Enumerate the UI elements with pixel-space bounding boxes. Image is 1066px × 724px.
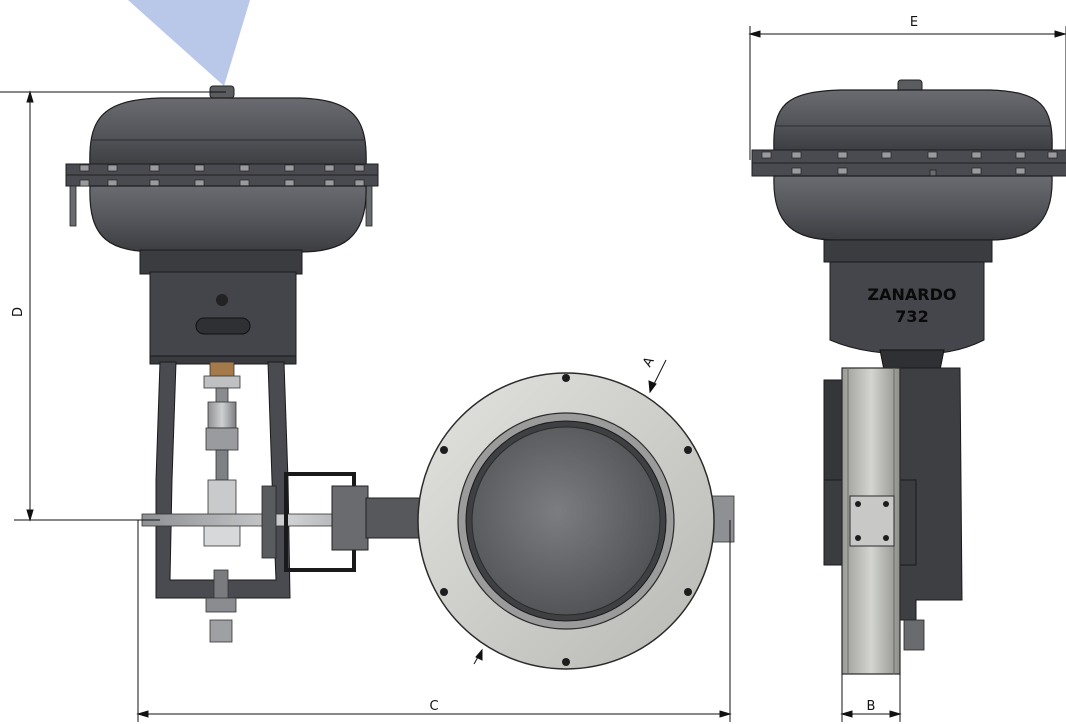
dimension-e-label: E [910,15,918,30]
dimension-b-label: B [867,699,876,714]
dimension-a-label: A [640,355,657,370]
actuator-drum-front [65,85,379,253]
dimension-c-label: C [429,699,438,714]
pointer-triangle [128,0,250,86]
front-view [65,85,735,670]
dimension-lines [0,26,1066,722]
shaft-front [141,472,443,572]
ring-bolts-front [440,374,692,666]
model-label: 732 [895,307,928,326]
yoke-housing-front [139,249,303,365]
brand-label: ZANARDO [868,285,957,304]
valve-body-side [823,367,963,675]
actuator-drum-side [751,79,1066,241]
side-view: ZANARDO 732 [751,79,1066,675]
yoke-frame-front [155,361,291,599]
dimension-d-label: D [11,307,26,317]
valve-body-front [417,372,735,670]
yoke-housing-side: ZANARDO 732 [823,239,993,371]
flange-bolts-front [79,164,365,187]
stem-front [203,361,241,643]
